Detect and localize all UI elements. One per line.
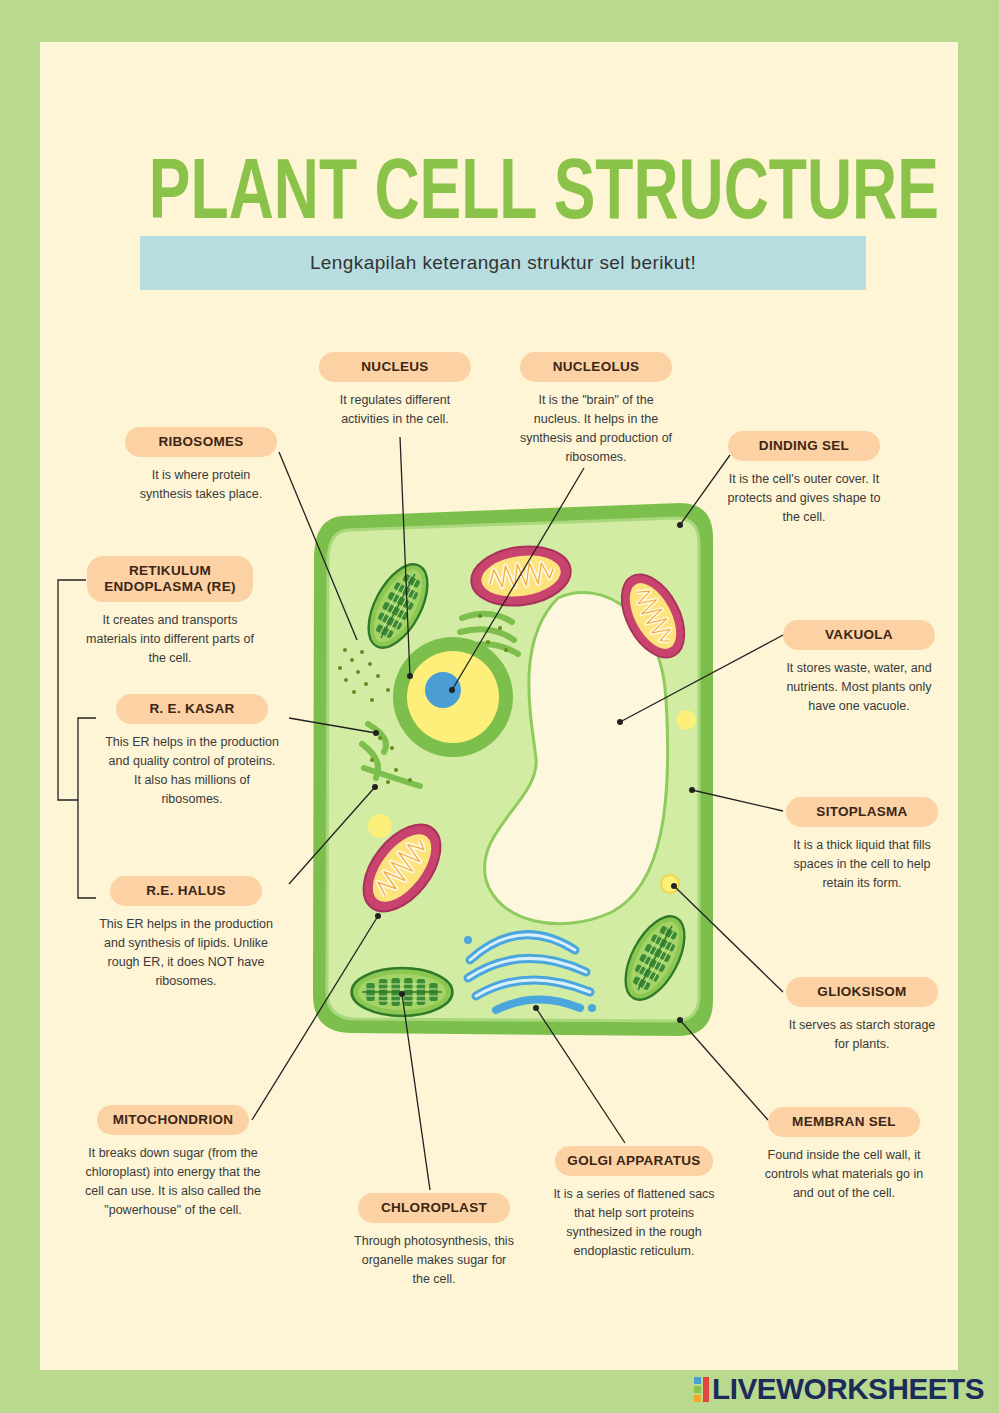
organelle-label: R.E. HALUS This ER helps in the productio… <box>96 876 276 991</box>
ribosome-dot <box>504 648 508 652</box>
organelle-label: NUCLEOLUS It is the "brain" of the nucleu… <box>516 352 676 467</box>
label-heading: NUCLEOLUS <box>520 352 672 382</box>
label-description: It serves as starch storage for plants. <box>787 1016 937 1054</box>
label-description: It regulates different activities in the… <box>320 391 470 429</box>
label-description: It stores waste, water, and nutrients. M… <box>784 659 934 716</box>
label-heading: CHLOROPLAST <box>358 1193 510 1223</box>
glyoxysomes <box>368 710 696 893</box>
label-heading: R.E. HALUS <box>110 876 262 906</box>
label-heading: GLIOKSISOM <box>786 977 938 1007</box>
ribosome-dot <box>343 648 347 652</box>
ribosome-dot <box>386 688 390 692</box>
ribosome-dot <box>360 650 364 654</box>
ribosome-dot <box>352 690 356 694</box>
ribosome-dot <box>376 674 380 678</box>
label-description: It is the "brain" of the nucleus. It hel… <box>516 391 676 467</box>
ribosome-dot <box>478 614 482 618</box>
label-heading: NUCLEUS <box>319 352 471 382</box>
organelle-label: RIBOSOMES It is where protein synthesis t… <box>125 427 277 504</box>
ribosome-dot <box>368 662 372 666</box>
label-heading: DINDING SEL <box>728 431 880 461</box>
label-description: It is the cell's outer cover. It protect… <box>724 470 884 527</box>
ribosome-dot <box>370 758 374 762</box>
label-description: It is a thick liquid that fills spaces i… <box>780 836 945 893</box>
organelle-label: MEMBRAN SEL Found inside the cell wall, i… <box>764 1107 924 1203</box>
label-description: Found inside the cell wall, it controls … <box>764 1146 924 1203</box>
instruction-text: Lengkapilah keterangan struktur sel beri… <box>310 252 696 274</box>
title-row: PLANT CELL STRUCTURE <box>0 140 999 236</box>
ribosome-dot <box>394 768 398 772</box>
label-heading: R. E. KASAR <box>116 694 268 724</box>
label-description: This ER helps in the production and synt… <box>96 915 276 991</box>
cell <box>313 503 713 1036</box>
nucleus <box>393 637 513 757</box>
mitochondria <box>348 540 697 925</box>
label-heading: SITOPLASMA <box>786 797 938 827</box>
ribosome-dot <box>390 746 394 750</box>
label-heading: RETIKULUM ENDOPLASMA (RE) <box>87 556 253 602</box>
organelle-label: VAKUOLA It stores waste, water, and nutri… <box>783 620 935 716</box>
ribosome-dot <box>364 682 368 686</box>
ribosome-dot <box>338 666 342 670</box>
ribosome-dot <box>498 626 502 630</box>
leader-lines <box>252 437 785 1190</box>
organelle-label: NUCLEUS It regulates different activities… <box>319 352 471 429</box>
label-heading: VAKUOLA <box>783 620 935 650</box>
label-description: It is a series of flattened sacs that he… <box>549 1185 719 1261</box>
label-heading: MEMBRAN SEL <box>768 1107 920 1137</box>
leader-dots <box>372 522 695 1023</box>
title: PLANT CELL STRUCTURE <box>149 140 939 236</box>
ribosome-dot <box>344 678 348 682</box>
label-description: Through photosynthesis, this organelle m… <box>354 1232 514 1289</box>
endoplasmic-reticulum <box>362 614 518 786</box>
watermark-logo <box>694 1377 709 1402</box>
organelle-label: GOLGI APPARATUS It is a series of flatten… <box>549 1146 719 1261</box>
instruction-band: Lengkapilah keterangan struktur sel beri… <box>140 236 866 290</box>
ribosome-dot <box>408 778 412 782</box>
organelle-label: SITOPLASMA It is a thick liquid that fill… <box>780 797 945 893</box>
label-heading: MITOCHONDRION <box>97 1105 249 1135</box>
ribosome-dot <box>350 658 354 662</box>
organelle-label: CHLOROPLAST Through photosynthesis, this … <box>354 1193 514 1289</box>
ribosome-dot <box>370 698 374 702</box>
label-description: It is where protein synthesis takes plac… <box>126 466 276 504</box>
organelle-label: R. E. KASAR This ER helps in the producti… <box>105 694 280 809</box>
chloroplasts <box>352 555 697 1016</box>
label-description: This ER helps in the production and qual… <box>105 733 280 809</box>
ribosome-dot <box>486 640 490 644</box>
golgi-apparatus <box>464 935 596 1012</box>
label-heading: GOLGI APPARATUS <box>555 1146 712 1176</box>
ribosome-dot <box>378 736 382 740</box>
watermark: LIVEWORKSHEETS <box>712 1371 984 1407</box>
organelle-label: MITOCHONDRION It breaks down sugar (from … <box>83 1105 263 1220</box>
label-description: It breaks down sugar (from the chloropla… <box>83 1144 263 1220</box>
organelle-label: RETIKULUM ENDOPLASMA (RE) It creates and … <box>85 556 255 668</box>
organelle-label: GLIOKSISOM It serves as starch storage fo… <box>786 977 938 1054</box>
ribosome-dot <box>386 780 390 784</box>
paper <box>40 42 958 1370</box>
label-heading: RIBOSOMES <box>125 427 277 457</box>
organelle-label: DINDING SEL It is the cell's outer cover.… <box>724 431 884 527</box>
label-description: It creates and transports materials into… <box>85 611 255 668</box>
ribosome-dot <box>356 670 360 674</box>
er-bracket <box>58 580 96 898</box>
